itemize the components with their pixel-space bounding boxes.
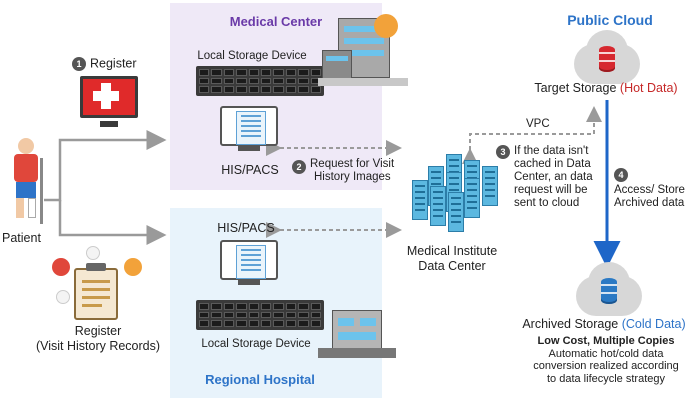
step3-line2: cached in Data — [514, 158, 591, 170]
vpc-label: VPC — [526, 118, 550, 130]
archived-storage-label: Archived Storage (Cold Data) — [508, 318, 700, 331]
step2-label: 2 Request for Visit History Images — [292, 158, 402, 184]
step1-label: Register — [90, 56, 137, 71]
regional-storage-device-icon — [196, 300, 324, 330]
register-records-line1: Register — [74, 324, 122, 338]
patient-icon — [6, 138, 46, 226]
public-cloud-title: Public Cloud — [567, 12, 653, 28]
drip-badge-icon — [56, 290, 70, 304]
step2-line1: Request for Visit — [310, 158, 395, 170]
step2-line2: History Images — [314, 171, 391, 183]
heart-badge-icon — [124, 258, 142, 276]
medical-center-title: Medical Center — [229, 14, 323, 29]
step3-line3: Center, an data — [514, 171, 593, 183]
archived-note: Low Cost, Multiple Copies Automatic hot/… — [516, 335, 696, 385]
regional-his-label: HIS/PACS — [217, 221, 275, 235]
step2-number: 2 — [292, 160, 306, 174]
step1-number: 1 — [72, 57, 86, 71]
regional-storage-label: Local Storage Device — [201, 338, 311, 350]
target-storage-name: Target Storage — [534, 81, 617, 95]
regional-hospital-title: Regional Hospital — [205, 372, 315, 387]
regional-hospital-building-icon — [318, 300, 398, 364]
step4-label: 4 Access/ Store Archived data — [614, 168, 698, 210]
clipboard-icon — [74, 268, 118, 320]
archived-cloud-icon — [576, 262, 642, 316]
step4-line2: Archived data — [614, 197, 685, 209]
step4-number: 4 — [614, 168, 628, 182]
register-records-label: Register (Visit History Records) — [18, 324, 178, 354]
step1-label-wrap: 1 Register — [72, 57, 137, 71]
medical-hospital-building-icon — [318, 10, 413, 90]
cold-data-tag: (Cold Data) — [621, 317, 686, 331]
patient-to-medical-arrow — [44, 130, 167, 202]
archived-note-line2: conversion realized according — [533, 360, 679, 372]
data-center-label: Medical Institute Data Center — [392, 244, 512, 274]
data-center-icon — [412, 152, 502, 236]
register-monitor-stand — [100, 121, 118, 127]
step3-line4: request will be — [514, 184, 588, 196]
target-storage-label: Target Storage (Hot Data) — [512, 82, 700, 95]
regional-his-monitor-icon — [220, 240, 278, 280]
medical-storage-device-icon — [196, 66, 324, 96]
step3-line5: sent to cloud — [514, 197, 580, 209]
data-center-line2: Data Center — [418, 259, 486, 273]
medical-his-monitor-icon — [220, 106, 278, 146]
step3-line1: If the data isn't — [514, 145, 589, 157]
syringe-badge-icon — [52, 258, 70, 276]
patient-label: Patient — [2, 231, 41, 245]
archived-note-bold: Low Cost, Multiple Copies — [537, 335, 675, 347]
step3-label: 3 If the data isn't cached in Data Cente… — [496, 145, 596, 210]
vpc-link — [462, 106, 602, 164]
archived-note-line3: to data lifecycle strategy — [546, 372, 665, 385]
hot-data-tag: (Hot Data) — [619, 81, 678, 95]
patient-to-regional-arrow — [58, 200, 167, 245]
step3-number: 3 — [496, 145, 510, 159]
medical-storage-label: Local Storage Device — [197, 50, 307, 62]
archived-storage-name: Archived Storage — [522, 317, 619, 331]
data-center-line1: Medical Institute — [406, 244, 498, 258]
regional-monitor-stand — [238, 280, 260, 285]
medical-badge-icon — [86, 246, 100, 260]
register-records-line2: (Visit History Records) — [35, 339, 161, 353]
target-cloud-icon — [574, 30, 640, 84]
medical-his-label: HIS/PACS — [221, 163, 279, 177]
step4-line1: Access/ Store — [614, 184, 685, 196]
hot-database-icon — [599, 46, 615, 72]
archived-note-line1: Automatic hot/cold data — [548, 347, 664, 360]
medical-monitor-stand — [238, 146, 260, 151]
clipboard-clip — [86, 263, 106, 271]
register-cross-h — [93, 91, 119, 101]
cold-database-icon — [601, 278, 617, 304]
